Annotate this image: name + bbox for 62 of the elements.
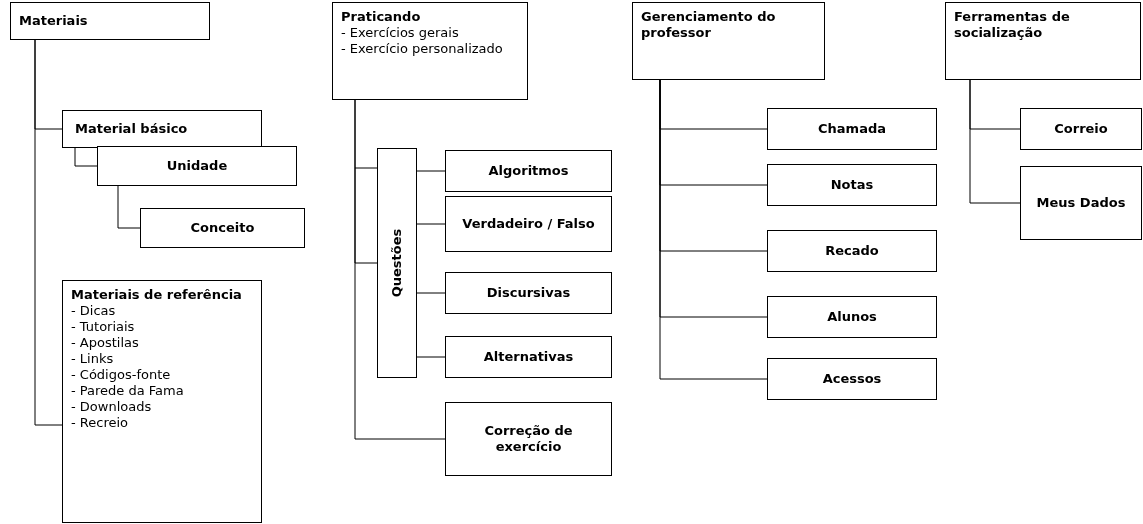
connector-line (416, 223, 446, 225)
menu-heading: Discursivas (486, 285, 571, 301)
menu-heading: Praticando (341, 9, 421, 25)
menu-heading: Correio (1054, 121, 1108, 137)
menu-box (445, 150, 612, 192)
menu-box (140, 208, 305, 248)
menu-heading: Conceito (190, 220, 255, 236)
menu-heading: Notas (830, 177, 874, 193)
menu-heading: Acessos (822, 371, 882, 387)
menu-heading: Gerenciamento do professor (641, 9, 777, 41)
menu-box (97, 146, 297, 186)
menu-box (767, 296, 937, 338)
list-item: - Dicas (71, 303, 116, 319)
list-item: - Links (71, 351, 114, 367)
list-item: - Downloads (71, 399, 152, 415)
menu-box (62, 280, 262, 523)
menu-box (445, 272, 612, 314)
menu-heading: Questões (389, 228, 405, 298)
connector-line (416, 170, 446, 172)
menu-heading: Verdadeiro / Falso (462, 216, 595, 232)
menu-box (767, 358, 937, 400)
menu-heading: Materiais (19, 13, 88, 29)
menu-heading: Chamada (818, 121, 886, 137)
menu-heading: Meus Dados (1036, 195, 1126, 211)
menu-box (445, 196, 612, 252)
connector-line (416, 356, 446, 358)
menu-heading: Alternativas (483, 349, 574, 365)
menu-heading: Unidade (166, 158, 228, 174)
menu-heading: Alunos (827, 309, 877, 325)
group-box (377, 148, 417, 378)
connector-line (74, 147, 98, 167)
list-item: - Códigos-fonte (71, 367, 171, 383)
connector-line (117, 185, 141, 229)
menu-box (767, 230, 937, 272)
list-item: - Tutoriais (71, 319, 135, 335)
connector-line (416, 292, 446, 294)
menu-heading: Material básico (75, 121, 188, 137)
list-item: - Parede da Fama (71, 383, 184, 399)
menu-heading: Recado (825, 243, 879, 259)
menu-box (767, 164, 937, 206)
menu-box (445, 402, 612, 476)
menu-box (1020, 108, 1142, 150)
menu-heading: Algoritmos (488, 163, 569, 179)
menu-box (445, 336, 612, 378)
menu-heading: Materiais de referência (71, 287, 242, 303)
connector-line (34, 39, 63, 426)
list-item: - Exercício personalizado (341, 41, 503, 57)
menu-heading: Ferramentas de socialização (954, 9, 1071, 41)
connector-line (969, 79, 1021, 204)
menu-box (632, 2, 825, 80)
menu-box (945, 2, 1141, 80)
list-item: - Exercícios gerais (341, 25, 459, 41)
menu-box (1020, 166, 1142, 240)
connector-line (354, 99, 446, 440)
list-item: - Apostilas (71, 335, 139, 351)
menu-heading: Correção de exercício (483, 423, 574, 455)
list-item: - Recreio (71, 415, 129, 431)
menu-box (767, 108, 937, 150)
menu-box (10, 2, 210, 40)
menu-box (332, 2, 528, 100)
menu-box (62, 110, 262, 148)
connector-line (659, 79, 768, 380)
